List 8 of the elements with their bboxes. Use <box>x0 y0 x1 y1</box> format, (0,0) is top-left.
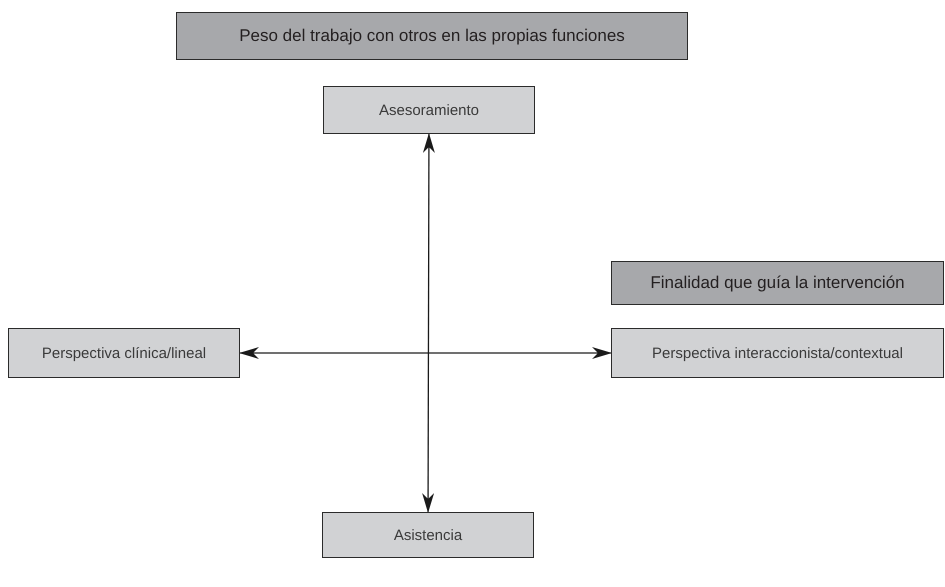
concept-box: Perspectiva interaccionista/contextual <box>611 328 944 378</box>
heading-box: Peso del trabajo con otros en las propias funciones <box>176 12 688 60</box>
heading-box: Finalidad que guía la intervención <box>611 261 944 305</box>
double-arrow <box>422 133 435 513</box>
concept-box: Asesoramiento <box>323 86 535 134</box>
double-arrow <box>239 347 612 359</box>
concept-box: Asistencia <box>322 512 534 558</box>
concept-box: Perspectiva clínica/lineal <box>8 328 240 378</box>
